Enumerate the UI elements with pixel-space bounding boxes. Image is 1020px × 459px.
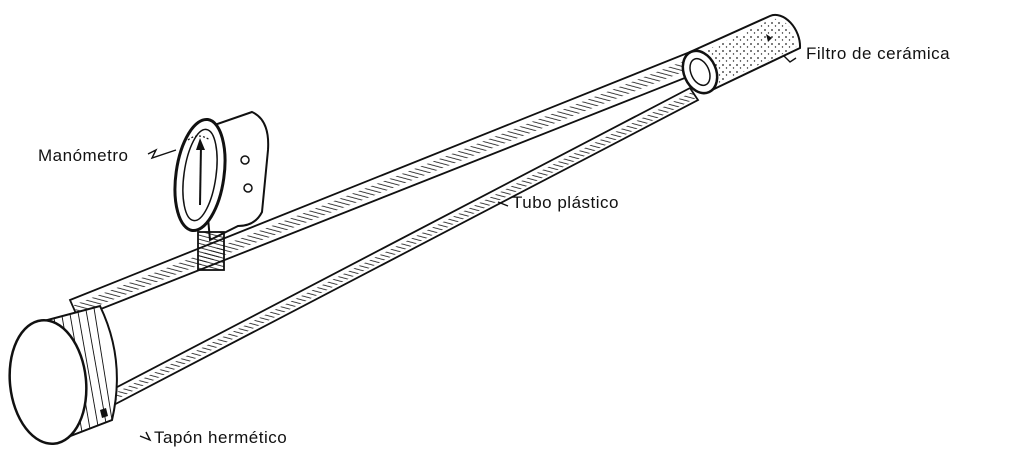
ceramic-filter	[676, 15, 800, 99]
label-pressure-gauge: Manómetro	[38, 146, 128, 166]
upper-tube	[70, 48, 710, 318]
label-ceramic-filter: Filtro de cerámica	[806, 44, 950, 64]
leader-pressure-gauge	[148, 150, 176, 158]
hermetic-cap	[4, 306, 117, 448]
label-plastic-tube: Tubo plástico	[512, 193, 619, 213]
leader-hermetic-cap	[140, 432, 150, 440]
label-hermetic-cap: Tapón hermético	[154, 428, 287, 448]
leader-ceramic-filter	[784, 56, 796, 62]
